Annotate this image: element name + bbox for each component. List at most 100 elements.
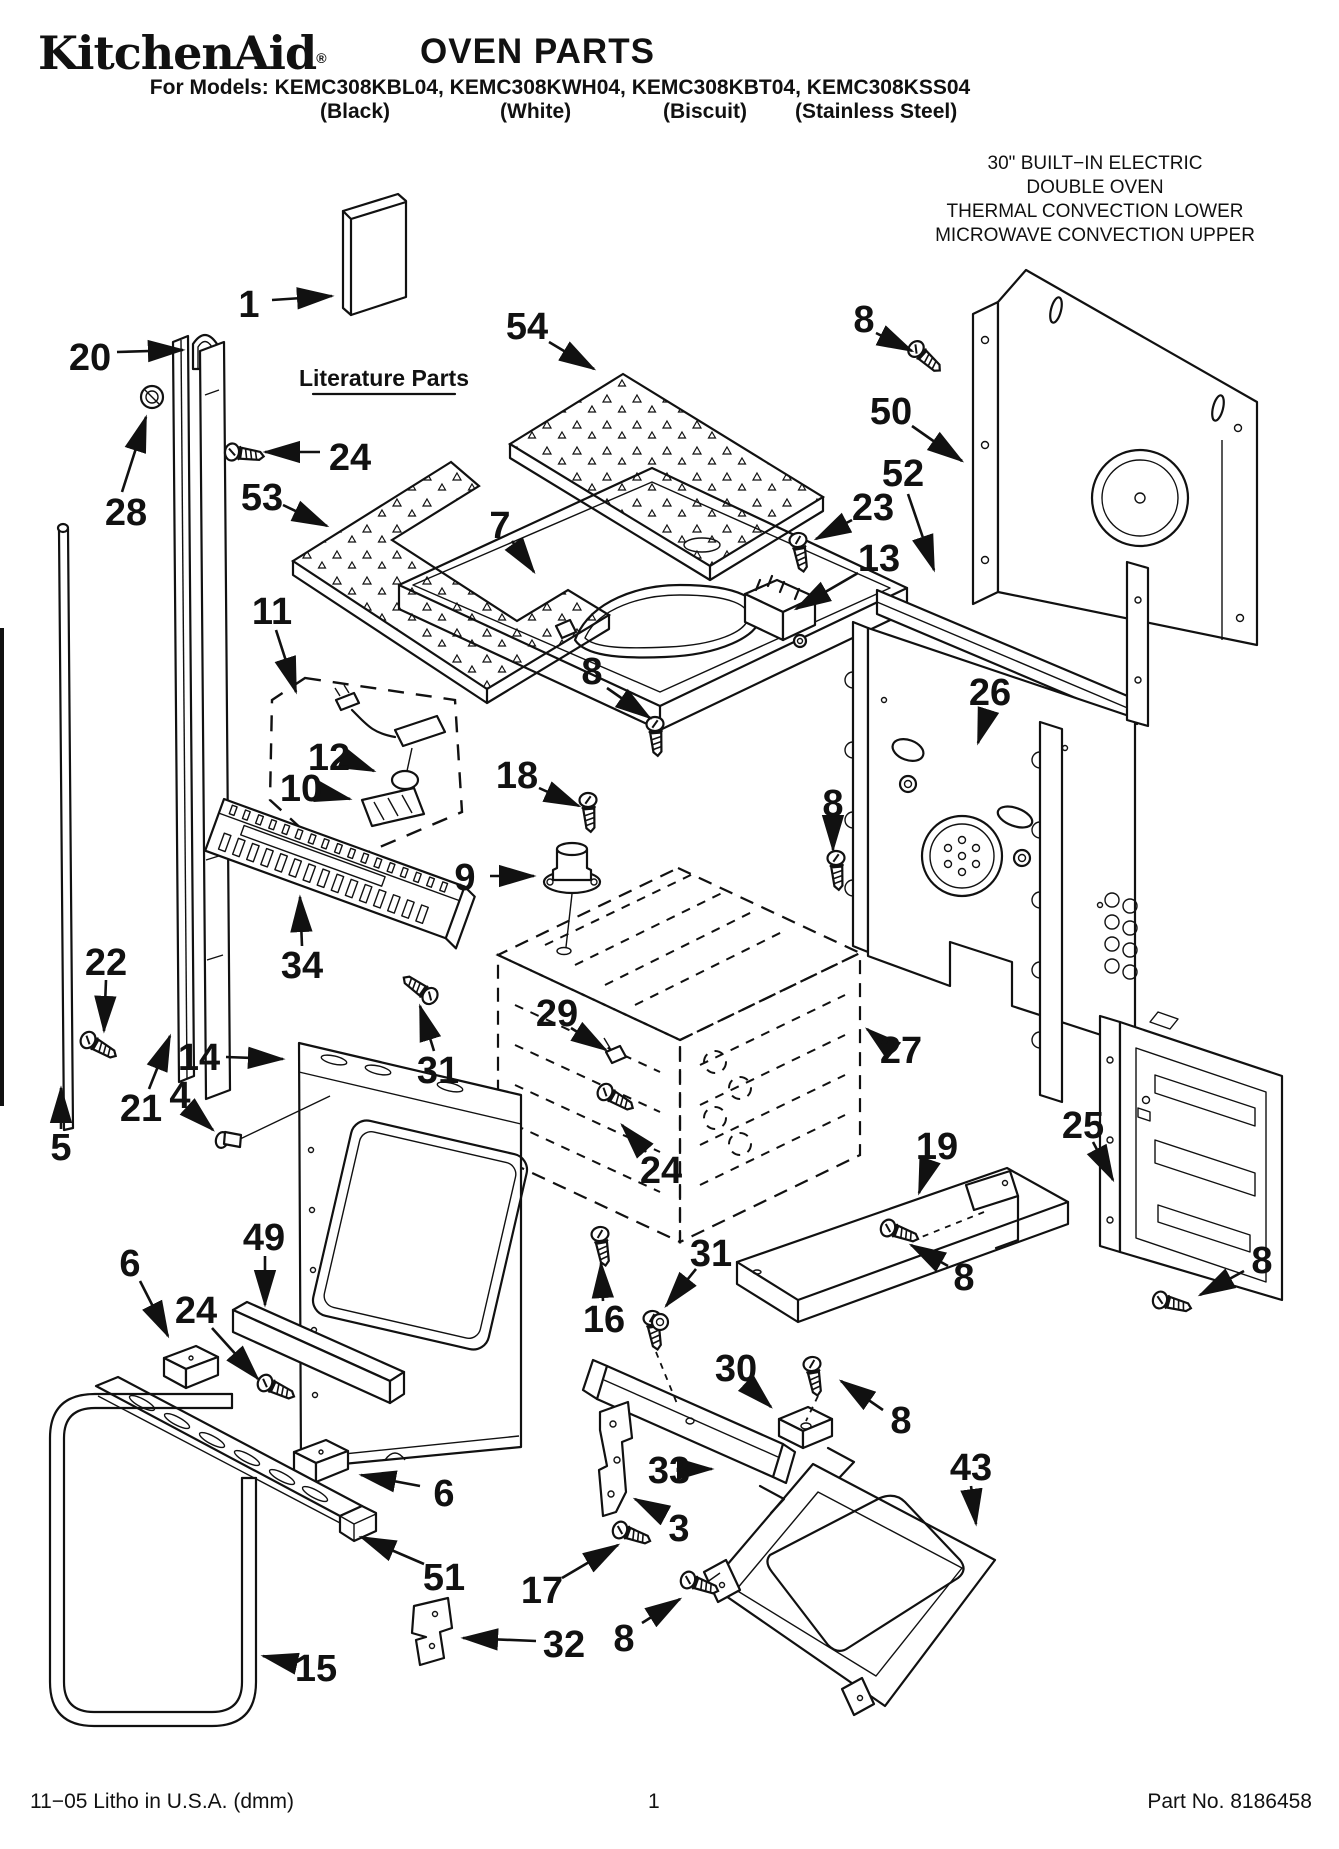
color-label-black: (Black) [320, 100, 391, 123]
callout-31-right: 31 [690, 1233, 732, 1275]
callout-49: 49 [243, 1217, 285, 1259]
oven-spec-block: 30" BUILT−IN ELECTRIC DOUBLE OVEN THERMA… [880, 152, 1310, 248]
brand-logo: KitchenAid® [38, 26, 327, 80]
part-11-lamp-assembly [268, 676, 464, 866]
callout-23: 23 [852, 487, 894, 529]
callout-24-cavity: 24 [640, 1150, 682, 1192]
callout-1: 1 [238, 284, 259, 326]
part-43-bottom-tray [702, 1446, 997, 1717]
fasteners [76, 336, 1195, 1601]
part-12-socket-plug [334, 691, 361, 712]
part-30-bracket [777, 1405, 834, 1450]
part-5-rod [56, 522, 75, 1132]
callout-arrows [49, 287, 1245, 1675]
footer-litho: 11−05 Litho in U.S.A. (dmm) [30, 1790, 294, 1813]
part-26-lower-back-panel [844, 560, 1150, 1104]
part-3-latch-bracket [597, 1400, 634, 1518]
page-title: OVEN PARTS [420, 32, 655, 71]
callout-34: 34 [281, 945, 323, 987]
part-29-connector [604, 1044, 628, 1065]
part-12-bulb [390, 769, 420, 791]
callout-11: 11 [252, 591, 292, 633]
footer-page-number: 1 [648, 1790, 660, 1813]
part-25-side-panel [1098, 1011, 1284, 1302]
callout-8-bracket: 8 [890, 1400, 911, 1442]
part-31-nut [650, 1312, 670, 1332]
callout-29: 29 [536, 993, 578, 1035]
spec-line-1: 30" BUILT−IN ELECTRIC [987, 153, 1203, 174]
part-54-insulation [507, 372, 826, 582]
callout-12: 12 [308, 737, 350, 779]
callout-27: 27 [880, 1030, 922, 1072]
lamp-holder [393, 714, 447, 748]
callout-6-right: 6 [433, 1473, 454, 1515]
callout-8-panel: 8 [822, 783, 843, 825]
callout-4: 4 [169, 1075, 190, 1117]
callout-7: 7 [489, 505, 510, 547]
callout-17: 17 [521, 1570, 563, 1612]
part-51-trim-strip [94, 1375, 378, 1543]
callout-31-left: 31 [417, 1050, 459, 1092]
callout-8-shelf: 8 [953, 1257, 974, 1299]
literature-parts-label: Literature Parts [299, 365, 469, 391]
callout-28: 28 [105, 492, 147, 534]
registered-mark: ® [316, 50, 326, 66]
callout-13: 13 [858, 538, 900, 580]
callout-22: 22 [85, 942, 127, 984]
part-14-front-frame [297, 1041, 529, 1470]
callout-43: 43 [950, 1447, 992, 1489]
callout-20: 20 [69, 337, 111, 379]
callout-19: 19 [916, 1126, 958, 1168]
models-line: For Models: KEMC308KBL04, KEMC308KWH04, … [149, 76, 971, 99]
callout-10: 10 [280, 768, 322, 810]
callout-24-bottom: 24 [175, 1290, 217, 1332]
callout-6-left: 6 [119, 1243, 140, 1285]
color-label-biscuit: (Biscuit) [663, 100, 747, 123]
part-53-insulation [290, 460, 612, 705]
callout-26: 26 [969, 672, 1011, 714]
callout-8-side: 8 [1251, 1240, 1272, 1282]
part-15-door-gasket [48, 1392, 258, 1728]
callout-32: 32 [543, 1624, 585, 1666]
callout-51: 51 [423, 1557, 465, 1599]
part-21-side-trim [171, 334, 232, 1101]
part-6-spacer-block-2 [292, 1438, 350, 1484]
callout-8-mid: 8 [581, 651, 602, 693]
callout-labels: 1 20 24 28 53 54 7 8 50 52 23 13 11 12 1… [50, 284, 1272, 1690]
part-9-fan-mount [542, 841, 602, 956]
part-50-upper-back-panel [971, 268, 1259, 647]
part-4-plug [214, 1130, 243, 1149]
callout-5: 5 [50, 1127, 71, 1169]
callout-9: 9 [454, 857, 475, 899]
callout-53: 53 [241, 477, 283, 519]
part-34-vent-grille [204, 797, 476, 950]
part-1-literature-booklet [341, 192, 408, 317]
callout-21: 21 [120, 1088, 162, 1130]
callout-8-tray: 8 [613, 1618, 634, 1660]
footer-part-number: Part No. 8186458 [1147, 1790, 1312, 1813]
part-49-support-bar [231, 1300, 406, 1405]
callout-24-top: 24 [329, 437, 371, 479]
callout-54: 54 [506, 306, 548, 348]
callout-16: 16 [583, 1299, 625, 1341]
callout-50: 50 [870, 391, 912, 433]
brand-text: KitchenAid [38, 26, 317, 80]
part-33-support-strut [581, 1358, 797, 1485]
callout-3: 3 [668, 1508, 689, 1550]
callout-8-top: 8 [853, 299, 874, 341]
spec-line-2: DOUBLE OVEN [1026, 177, 1164, 198]
part-28-grommet [139, 384, 165, 410]
part-13-relay [743, 574, 817, 649]
callout-33: 33 [648, 1450, 690, 1492]
callout-14: 14 [178, 1037, 220, 1079]
spec-line-3: THERMAL CONVECTION LOWER [946, 201, 1244, 222]
callout-30: 30 [715, 1348, 757, 1390]
scan-artifact [0, 628, 4, 1106]
part-6-spacer-block [162, 1344, 220, 1390]
callout-15: 15 [295, 1648, 337, 1690]
spec-line-4: MICROWAVE CONVECTION UPPER [935, 225, 1255, 246]
callout-25: 25 [1062, 1105, 1104, 1147]
color-label-white: (White) [500, 100, 572, 123]
